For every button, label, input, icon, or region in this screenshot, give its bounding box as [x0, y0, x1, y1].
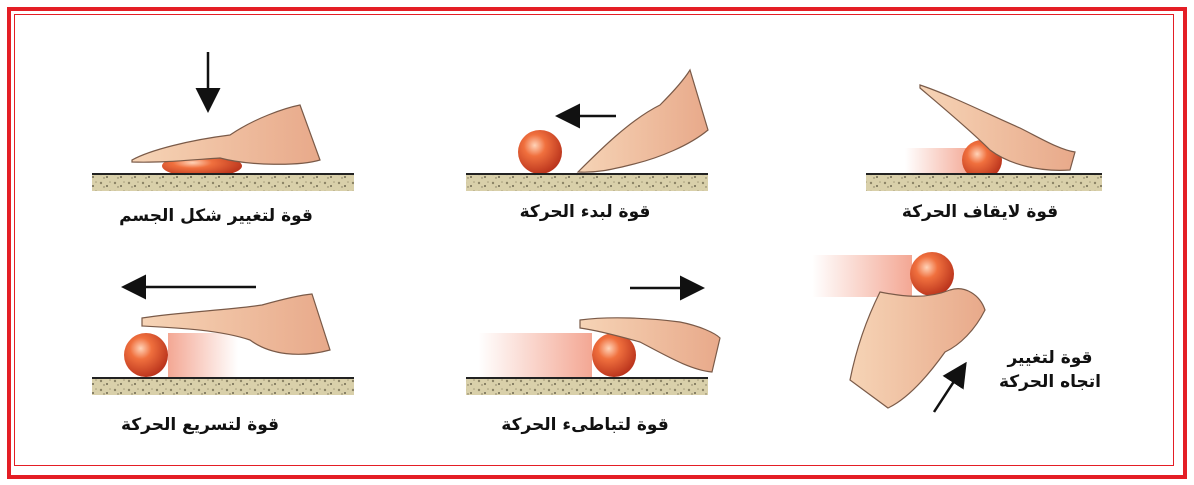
- caption-accelerate: قوة لتسريع الحركة: [110, 415, 290, 435]
- hand-icon: [578, 70, 708, 172]
- caption-change-direction: قوة لتغيير اتجاه الحركة: [980, 346, 1120, 394]
- caption-change-direction-line1: قوة لتغيير: [980, 346, 1120, 370]
- ground-strip: [866, 174, 1102, 191]
- ball: [124, 333, 168, 377]
- motion-trail: [478, 333, 592, 377]
- panel-change-shape: [92, 52, 354, 191]
- hand-icon: [132, 105, 320, 164]
- hand-icon: [850, 289, 985, 408]
- motion-trail: [812, 255, 912, 297]
- ground-strip: [92, 378, 354, 395]
- panel-decelerate: [466, 288, 720, 395]
- panel-start-motion: [466, 70, 708, 191]
- panel-accelerate: [92, 287, 354, 395]
- panel-change-direction: [812, 252, 985, 412]
- caption-start-motion: قوة لبدء الحركة: [500, 202, 670, 222]
- ball: [518, 130, 562, 174]
- caption-change-shape: قوة لتغيير شكل الجسم: [116, 206, 316, 226]
- motion-trail: [168, 333, 238, 377]
- ground-strip: [466, 378, 708, 395]
- ball: [910, 252, 954, 296]
- force-arrow-up-right: [934, 366, 964, 412]
- panel-stop-motion: [866, 85, 1102, 191]
- ground-strip: [466, 174, 708, 191]
- caption-stop-motion: قوة لايقاف الحركة: [890, 202, 1070, 222]
- ground-strip: [92, 174, 354, 191]
- caption-change-direction-line2: اتجاه الحركة: [980, 370, 1120, 394]
- caption-decelerate: قوة لتباطىء الحركة: [490, 415, 680, 435]
